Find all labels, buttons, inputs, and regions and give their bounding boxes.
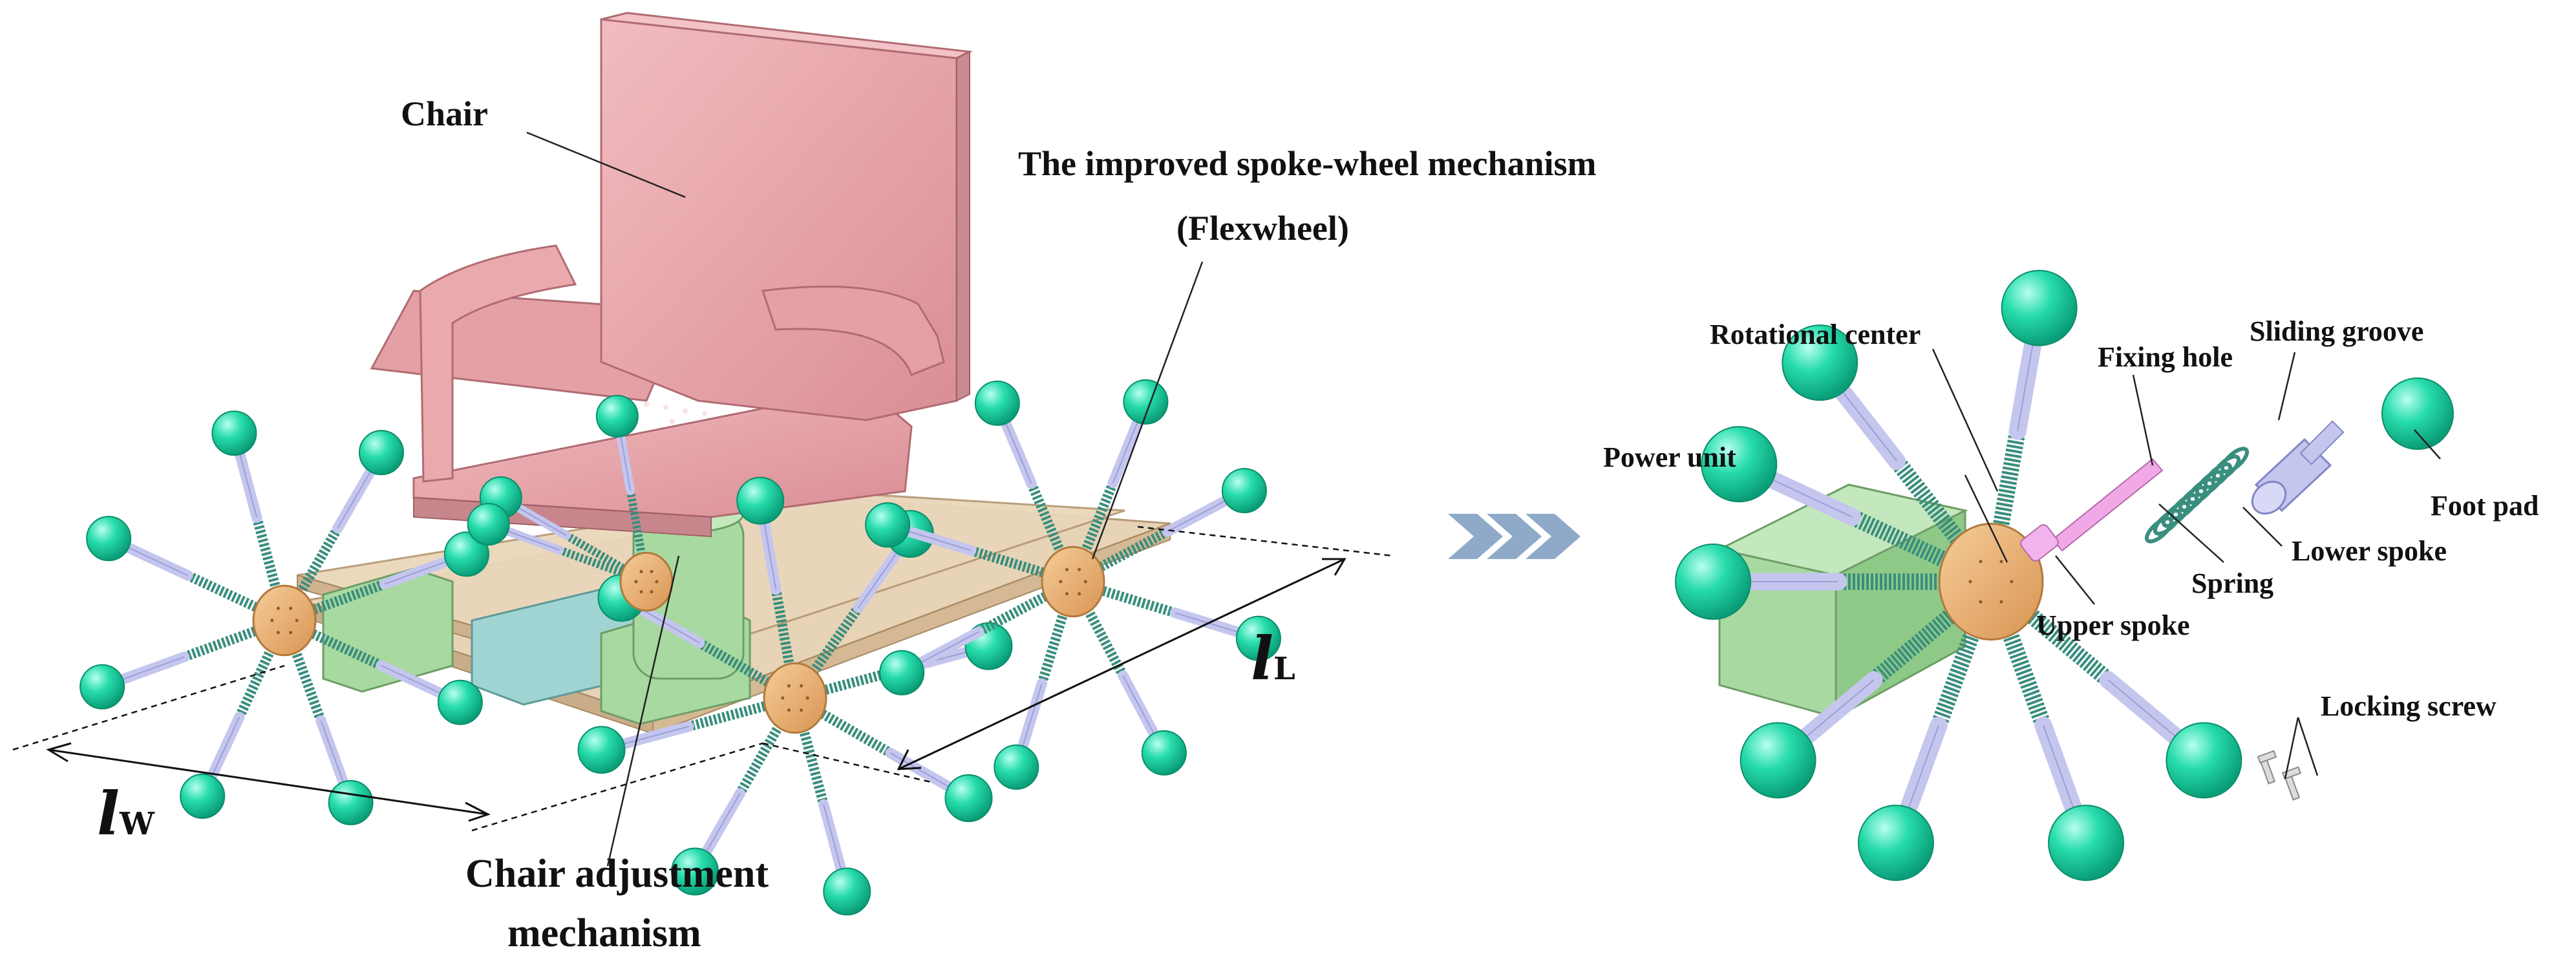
spoke: [1069, 579, 1187, 776]
lower-spoke-part: [2251, 420, 2345, 515]
spoke: [879, 577, 1076, 695]
spoke: [1857, 578, 1999, 882]
chair: [370, 12, 974, 538]
label-lower-spoke: Lower spoke: [2292, 535, 2447, 567]
label-chair-adjustment-line2: mechanism: [507, 911, 701, 955]
label-flexwheel: (Flexwheel): [1176, 209, 1349, 248]
foot-pad-part: [2381, 377, 2454, 450]
hub: [1938, 522, 2044, 641]
dimension-width-symbol: l: [97, 779, 120, 849]
locking-screw-part: [2257, 750, 2302, 801]
foot-pad: [736, 476, 785, 525]
spoke: [1068, 379, 1169, 584]
label-fixing-hole: Fixing hole: [2098, 341, 2233, 373]
foot-pad: [2001, 270, 2078, 346]
spoke: [86, 516, 287, 625]
foot-pad: [2048, 805, 2125, 882]
spoke: [282, 531, 489, 626]
foot-pad: [1740, 722, 1816, 799]
spoke: [994, 580, 1078, 790]
foot-pad: [328, 779, 374, 825]
hub: [619, 551, 674, 612]
foot-pad: [180, 773, 226, 819]
flexwheel-exploded: [1675, 270, 2242, 882]
dimension-length-symbol: l: [1251, 624, 1273, 693]
foot-pad: [994, 744, 1039, 790]
label-chair: Chair: [401, 94, 488, 133]
spoke: [1070, 468, 1267, 586]
foot-pad: [595, 394, 639, 438]
foot-pad: [2166, 722, 2242, 799]
foot-pad: [865, 502, 911, 548]
spoke: [1782, 324, 1998, 587]
spoke: [282, 616, 483, 725]
hub: [763, 662, 827, 734]
flexwheel-exploded-wheel: [1675, 270, 2242, 882]
foot-pad: [211, 410, 257, 456]
foot-pad: [80, 664, 125, 710]
leader-lines-left: [526, 131, 1204, 867]
label-foot-pad: Foot pad: [2431, 490, 2539, 522]
spoke: [180, 618, 289, 819]
dimension-length-subscript: L: [1273, 651, 1295, 687]
leader-lines-right: [1932, 348, 2441, 779]
label-spoke-wheel-mechanism: The improved spoke-wheel mechanism: [1018, 144, 1597, 183]
spoke: [1071, 577, 1281, 661]
spoke: [1675, 544, 1991, 620]
foot-pad: [944, 774, 993, 822]
foot-pad: [1221, 468, 1267, 514]
foot-pad: [1675, 544, 1751, 620]
foot-pad: [577, 726, 626, 774]
foot-pad: [974, 380, 1020, 426]
foot-pad: [1701, 426, 1778, 503]
spoke: [280, 430, 404, 623]
label-upper-spoke: Upper spoke: [2036, 609, 2190, 641]
transition-arrow-icon: [1448, 514, 1581, 559]
spring-part: [2144, 447, 2250, 544]
label-chair-adjustment-line1: Chair adjustment: [465, 852, 769, 896]
hub: [252, 584, 317, 657]
spoke: [974, 380, 1078, 584]
foot-pad: [1141, 730, 1187, 776]
spoke: [80, 615, 286, 710]
spoke: [211, 410, 290, 622]
dimension-width-subscript: W: [119, 806, 154, 842]
spoke: [1740, 575, 1997, 799]
label-rotational-center: Rotational center: [1710, 319, 1921, 350]
spoke: [1985, 575, 2242, 799]
foot-pad: [86, 516, 132, 562]
foot-pad: [443, 531, 489, 577]
foot-pad: [1235, 615, 1281, 661]
spoke: [1983, 578, 2125, 882]
dimension-lines: [12, 525, 1394, 832]
spoke: [865, 502, 1075, 587]
spoke: [1983, 270, 2078, 584]
foot-pad: [879, 650, 925, 695]
spoke: [1701, 426, 1995, 589]
foot-pad: [437, 679, 483, 725]
foot-pad: [671, 847, 719, 896]
foot-pad: [1123, 379, 1169, 425]
foot-pad: [359, 430, 404, 476]
dimension-length-label: lL: [1251, 624, 1295, 693]
spring-coil: [2220, 447, 2250, 474]
flexwheel-rear-right: [865, 379, 1281, 790]
label-sliding-groove: Sliding groove: [2250, 315, 2424, 347]
foot-pad: [823, 867, 871, 916]
dimension-width-label: lW: [97, 779, 154, 849]
upper-spoke-part: [2020, 458, 2164, 562]
spoke: [671, 695, 800, 896]
label-power-unit: Power unit: [1603, 441, 1736, 473]
flexwheel-center-hidden: [467, 394, 674, 612]
label-spring: Spring: [2191, 567, 2274, 599]
spoke: [736, 476, 800, 699]
label-locking-screw: Locking screw: [2321, 690, 2496, 722]
foot-pad: [1782, 324, 1858, 401]
foot-pad: [1857, 805, 1934, 882]
foot-pad: [467, 503, 510, 546]
hub: [1041, 545, 1105, 618]
